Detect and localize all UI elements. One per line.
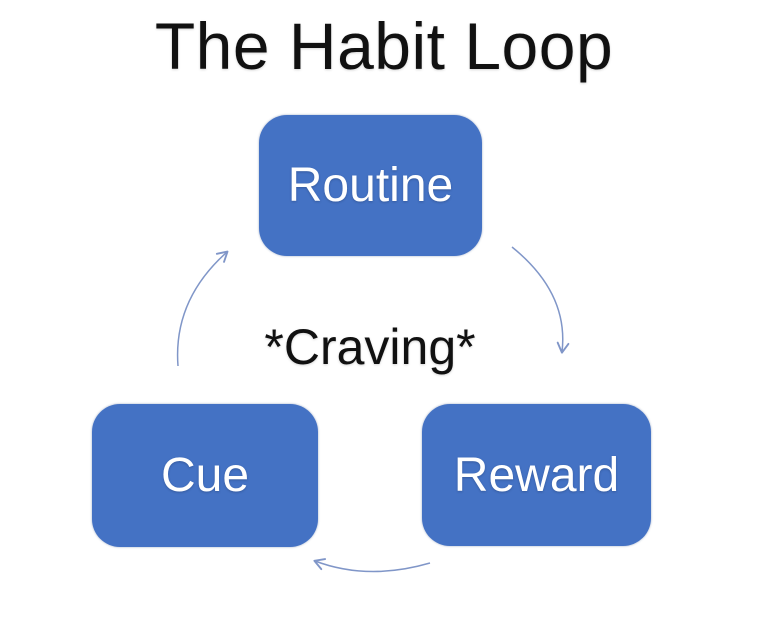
node-routine: Routine (259, 115, 482, 256)
node-routine-label: Routine (287, 159, 454, 212)
diagram-title: The Habit Loop (154, 9, 614, 83)
node-reward-label: Reward (453, 448, 620, 502)
node-cue-label: Cue (160, 449, 250, 502)
node-reward: Reward (422, 404, 651, 546)
craving-label: *Craving* (264, 319, 476, 375)
node-cue: Cue (92, 404, 318, 547)
arrow-reward-to-cue (313, 558, 431, 573)
